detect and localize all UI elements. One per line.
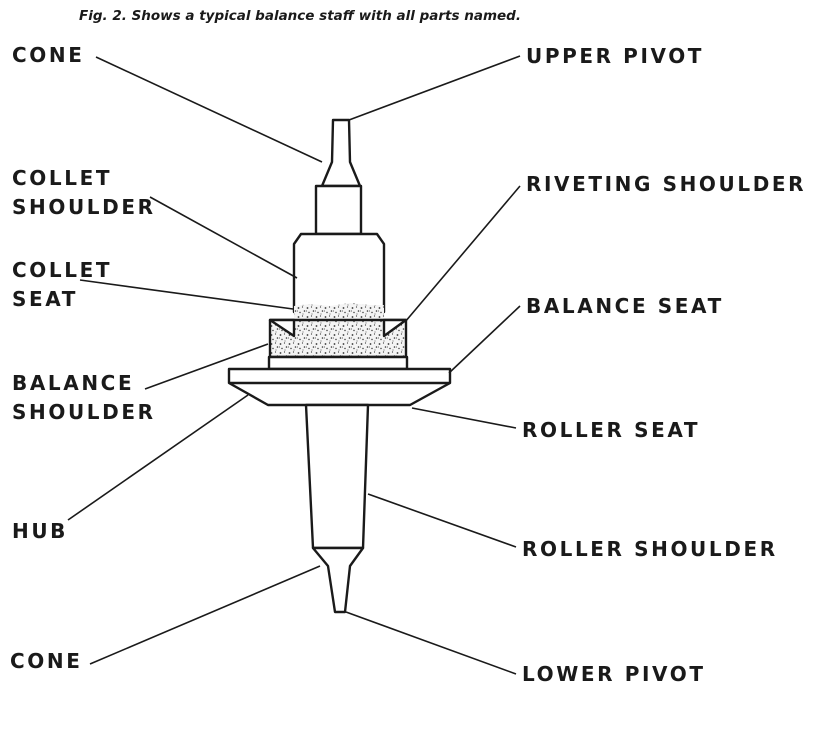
upper-arbor bbox=[314, 184, 363, 236]
leader-cone-top bbox=[95, 56, 323, 163]
staff-drawing bbox=[227, 118, 452, 614]
label-collet-seat-line2: SEAT bbox=[12, 287, 78, 311]
leader-collet-seat bbox=[79, 279, 294, 310]
leader-lower-pivot bbox=[345, 611, 517, 675]
leader-roller-seat bbox=[411, 407, 517, 429]
label-roller-shoulder: ROLLER SHOULDER bbox=[522, 537, 778, 561]
leader-hub bbox=[67, 394, 249, 521]
collet-shoulder-body bbox=[292, 232, 386, 314]
part-labels: CONE UPPER PIVOT COLLET SHOULDER RIVETIN… bbox=[10, 43, 806, 686]
leader-riveting-shoulder bbox=[404, 185, 521, 323]
upper-pivot-and-cone bbox=[320, 118, 362, 188]
leader-balance-seat bbox=[448, 305, 521, 374]
label-balance-seat: BALANCE SEAT bbox=[526, 294, 724, 318]
label-lower-pivot: LOWER PIVOT bbox=[522, 662, 706, 686]
label-roller-seat: ROLLER SEAT bbox=[522, 418, 700, 442]
lower-arbor bbox=[304, 403, 370, 550]
leader-roller-shoulder bbox=[367, 493, 517, 548]
label-collet-shoulder-line2: SHOULDER bbox=[12, 195, 156, 219]
label-cone-top: CONE bbox=[12, 43, 84, 67]
balance-seat-band bbox=[267, 355, 409, 371]
leader-cone-bottom bbox=[89, 565, 321, 665]
label-collet-shoulder-line1: COLLET bbox=[12, 166, 112, 190]
label-riveting-shoulder: RIVETING SHOULDER bbox=[526, 172, 806, 196]
lower-cone-and-pivot bbox=[311, 546, 365, 614]
label-hub: HUB bbox=[12, 519, 68, 543]
figure-caption: Fig. 2. Shows a typical balance staff wi… bbox=[79, 8, 521, 24]
riveting-shoulder-notch-right bbox=[382, 318, 408, 338]
leader-collet-shoulder bbox=[149, 196, 298, 279]
collet-seat-stipple bbox=[270, 303, 406, 357]
label-balance-shoulder-line2: SHOULDER bbox=[12, 400, 156, 424]
leader-balance-shoulder bbox=[144, 343, 269, 390]
leader-lines bbox=[67, 55, 521, 675]
hub-disk bbox=[227, 367, 452, 407]
leader-upper-pivot bbox=[348, 55, 521, 121]
label-collet-seat-line1: COLLET bbox=[12, 258, 112, 282]
label-cone-bottom: CONE bbox=[10, 649, 82, 673]
riveting-shoulder-notch-left bbox=[268, 318, 296, 338]
label-balance-shoulder-line1: BALANCE bbox=[12, 371, 134, 395]
label-upper-pivot: UPPER PIVOT bbox=[526, 44, 704, 68]
